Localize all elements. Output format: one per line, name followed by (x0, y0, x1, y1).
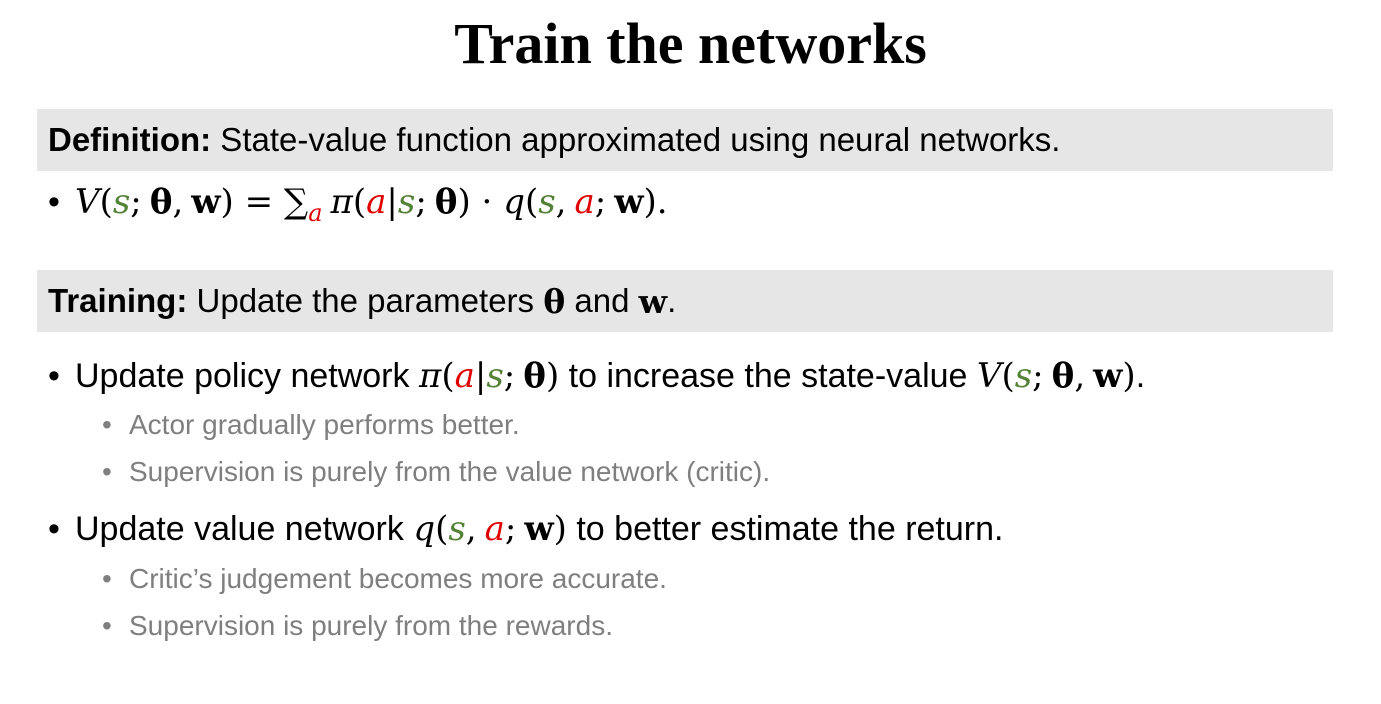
value-formula: q(s,a;w) (413, 509, 567, 549)
list-item-policy: • Update policy network π(a|s;θ) to incr… (48, 352, 1145, 400)
list-subitem: •Supervision is purely from the rewards. (102, 610, 613, 641)
list-subitem: •Critic’s judgement becomes more accurat… (102, 563, 667, 594)
policy-formula: π(a|s;θ) (418, 356, 560, 396)
list-subitem: •Supervision is purely from the value ne… (102, 456, 771, 487)
training-label: Training: (48, 282, 188, 319)
definition-label: Definition: (48, 121, 212, 158)
training-box: Training: Update the parameters θ and w … (37, 270, 1333, 332)
definition-box: Definition: State-value function approxi… (37, 109, 1333, 171)
definition-text: State-value function approximated using … (211, 121, 1061, 158)
list-subitem: •Actor gradually performs better. (102, 409, 520, 440)
state-value-formula: V(s;θ,w) (976, 356, 1136, 396)
training-text: Update the parameters (187, 282, 544, 319)
page-title: Train the networks (454, 11, 927, 76)
list-item-value: • Update value network q(s,a;w) to bette… (48, 505, 1003, 553)
bullet: • (48, 183, 60, 221)
